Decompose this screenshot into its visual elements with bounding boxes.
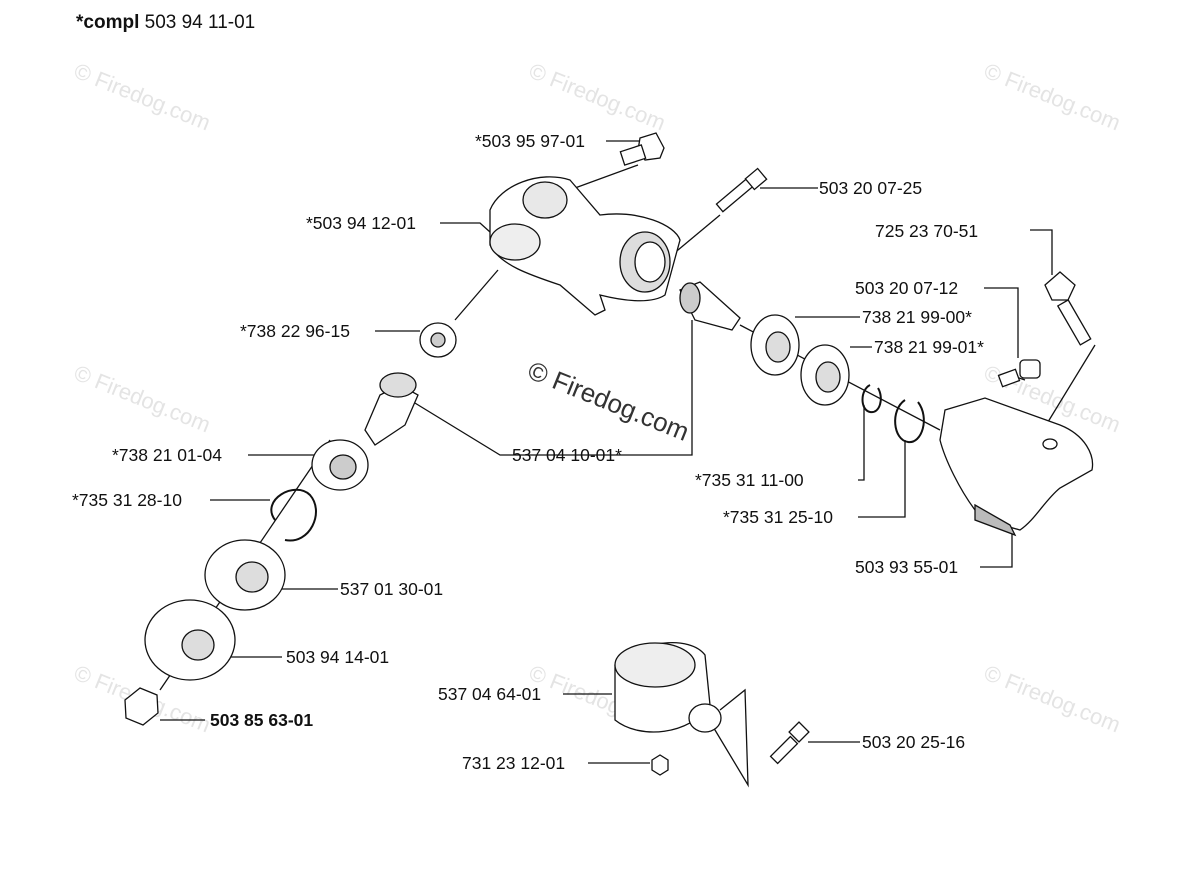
bolt-icon (619, 132, 665, 166)
nut-icon (651, 754, 669, 776)
part-label-725-23-70-51: 725 23 70-51 (875, 221, 979, 241)
clamp-icon (614, 642, 722, 733)
screw-icon (715, 167, 768, 213)
leader-line (858, 405, 865, 481)
part-label-738-21-99-01: 738 21 99-01* (874, 337, 984, 357)
part-label-503-95-97-01: *503 95 97-01 (475, 131, 585, 151)
leader-line (409, 320, 693, 456)
part-label-537-01-30-01: 537 01 30-01 (340, 579, 444, 599)
part-label-503-94-14-01: 503 94 14-01 (286, 647, 390, 667)
bearing-icon (311, 439, 369, 491)
bearing-icon (419, 322, 457, 358)
title-number: 503 94 11-01 (144, 12, 256, 33)
assembly-title: *compl 503 94 11-01 (76, 12, 255, 34)
guard-icon (939, 397, 1094, 537)
part-label-503-20-25-16: 503 20 25-16 (862, 732, 966, 752)
drive-disc-icon (204, 539, 286, 611)
leader-line (984, 287, 1019, 358)
title-prefix: *compl (76, 12, 140, 33)
axis-line (454, 269, 499, 321)
part-label-738-21-99-00: 738 21 99-00* (862, 307, 972, 327)
nut-icon (124, 687, 159, 726)
screw-icon (769, 721, 810, 765)
leader-line (440, 222, 491, 233)
part-label-735-31-28-10: *735 31 28-10 (72, 490, 182, 510)
part-label-735-31-25-10: *735 31 25-10 (723, 507, 833, 527)
bearing-icon (750, 314, 850, 406)
axis-line (1039, 344, 1096, 436)
part-label-503-20-07-25: 503 20 07-25 (819, 178, 923, 198)
screw-icon (997, 359, 1041, 388)
part-label-731-23-12-01: 731 23 12-01 (462, 753, 566, 773)
leader-line (1030, 229, 1053, 275)
gear-housing-icon (489, 176, 681, 316)
part-label-503-85-63-01: 503 85 63-01 (210, 710, 314, 730)
pinion-gear-icon (679, 281, 741, 331)
bolt-icon (1044, 271, 1092, 346)
support-cup-icon (144, 599, 236, 681)
part-label-738-22-96-15: *738 22 96-15 (240, 321, 350, 341)
part-label-503-94-12-01: *503 94 12-01 (306, 213, 416, 233)
part-label-738-21-01-04: *738 21 01-04 (112, 445, 222, 465)
bevel-gear-icon (364, 372, 419, 446)
part-label-503-93-55-01: 503 93 55-01 (855, 557, 959, 577)
leader-line (858, 440, 906, 518)
axis-line (574, 164, 639, 189)
circlip-icon (861, 384, 925, 444)
circlip-icon (270, 488, 317, 542)
leader-line (980, 530, 1013, 568)
part-label-503-20-07-12: 503 20 07-12 (855, 278, 959, 298)
part-label-537-04-64-01: 537 04 64-01 (438, 684, 542, 704)
axis-line (711, 688, 749, 788)
part-label-735-31-11-00: *735 31 11-00 (695, 470, 804, 490)
part-label-537-04-10-01: 537 04 10-01* (512, 445, 622, 465)
